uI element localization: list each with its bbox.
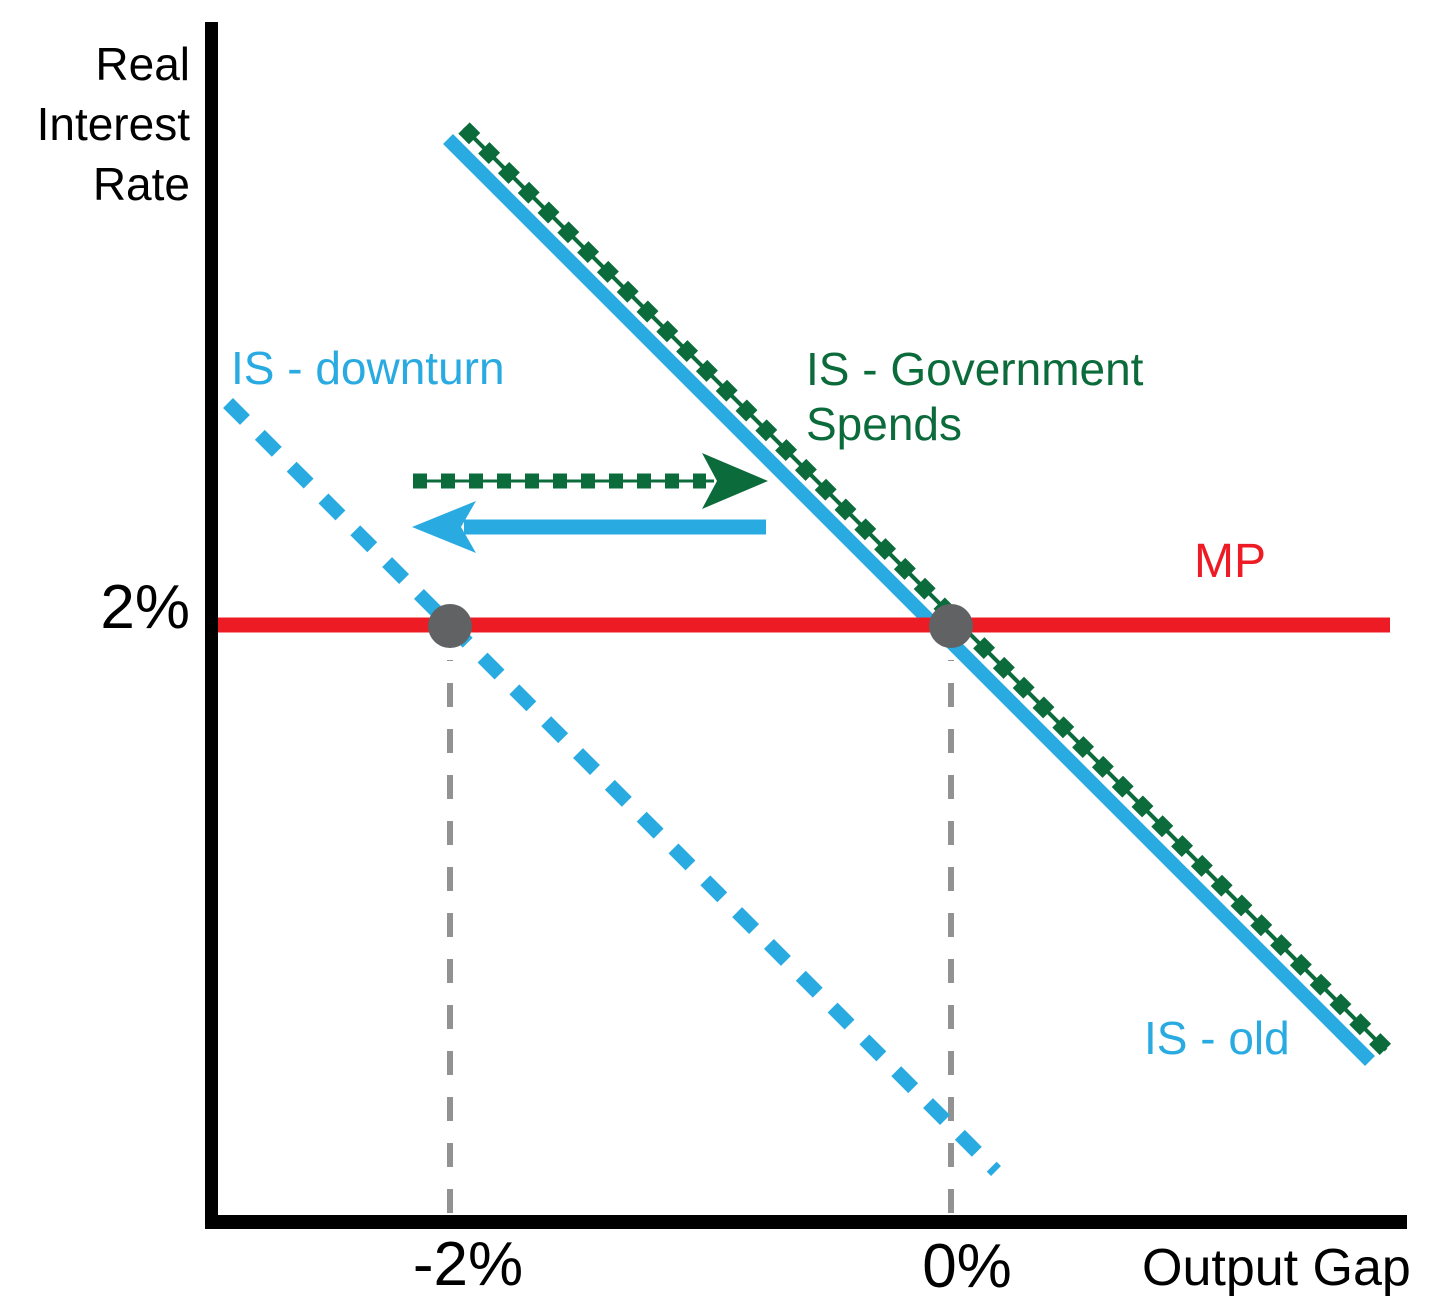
- is-government-line-dashes: [458, 122, 1392, 1056]
- mp-label: MP: [1194, 535, 1266, 588]
- x-tick-0pct: 0%: [922, 1232, 1012, 1301]
- x-tick-neg2pct: -2%: [412, 1230, 524, 1299]
- is-government-label-line2: Spends: [806, 398, 963, 450]
- is-government-label-line1: IS - Government: [806, 343, 1144, 395]
- shift-right-arrow-head: [702, 453, 768, 509]
- is-downturn-label: IS - downturn: [231, 342, 505, 394]
- shift-left-arrow-head: [412, 501, 476, 553]
- is-government-label: IS - Government Spends: [806, 342, 1143, 452]
- x-axis-title: Output Gap: [1142, 1239, 1411, 1297]
- is-old-line: [443, 134, 1375, 1066]
- is-downturn-line: [223, 398, 1001, 1176]
- equilibrium-dot-old: [929, 604, 973, 648]
- is-old-label: IS - old: [1144, 1012, 1290, 1064]
- y-axis: [205, 22, 218, 1229]
- x-axis: [205, 1215, 1407, 1229]
- y-tick-2pct: 2%: [100, 573, 190, 642]
- equilibrium-dot-downturn: [428, 604, 472, 648]
- y-axis-title-line3: Rate: [92, 158, 190, 210]
- y-axis-title-line1: Real: [95, 38, 190, 90]
- y-axis-title: Real Interest Rate: [0, 34, 190, 214]
- y-axis-title-line2: Interest: [36, 98, 190, 150]
